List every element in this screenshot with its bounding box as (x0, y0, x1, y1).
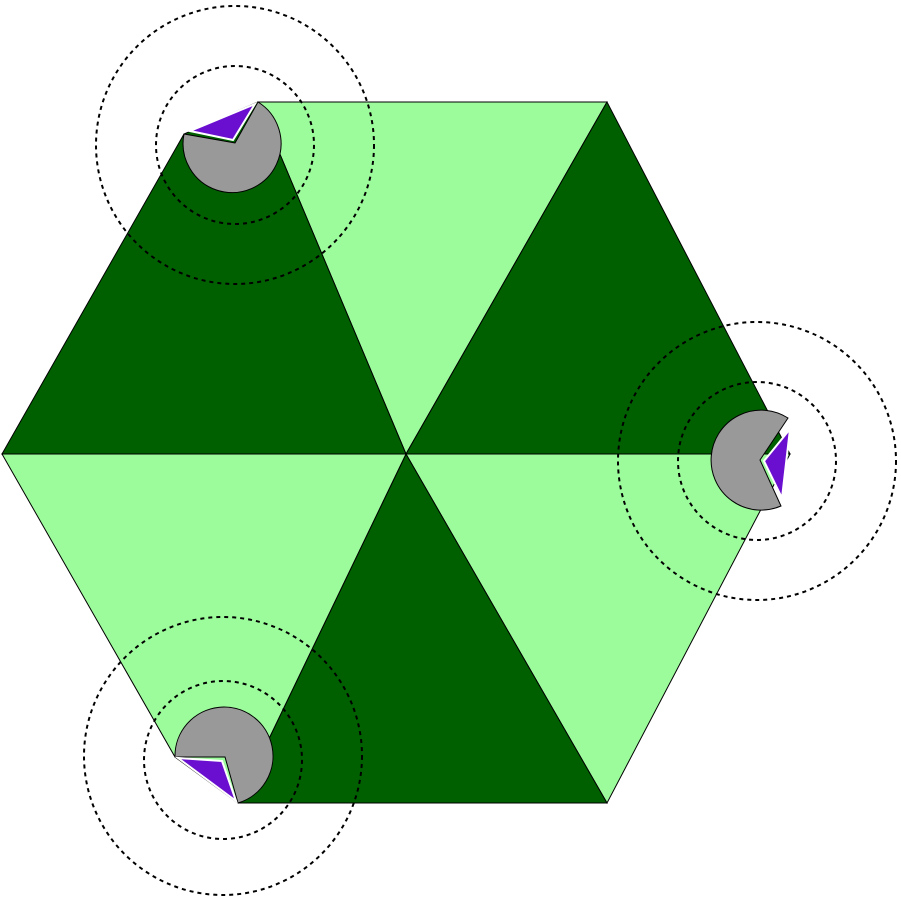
sensor-disc (182, 101, 282, 194)
sensor-wedge (174, 756, 239, 804)
inner-range-ring (677, 381, 837, 541)
inner-range-ring (143, 680, 303, 840)
inner-range-ring (155, 65, 315, 225)
sensor-right (617, 321, 897, 601)
sensor-wedge (186, 101, 258, 142)
outer-range-ring (95, 5, 375, 285)
sensor-disc (174, 706, 274, 804)
sensor-bottom-left (83, 616, 363, 896)
sensor-top-left (95, 5, 375, 285)
hexagon-sectors (1, 100, 791, 805)
outer-range-ring (83, 616, 363, 896)
sensor-wedge (762, 425, 792, 502)
outer-range-ring (617, 321, 897, 601)
sensor-disc (710, 409, 789, 511)
